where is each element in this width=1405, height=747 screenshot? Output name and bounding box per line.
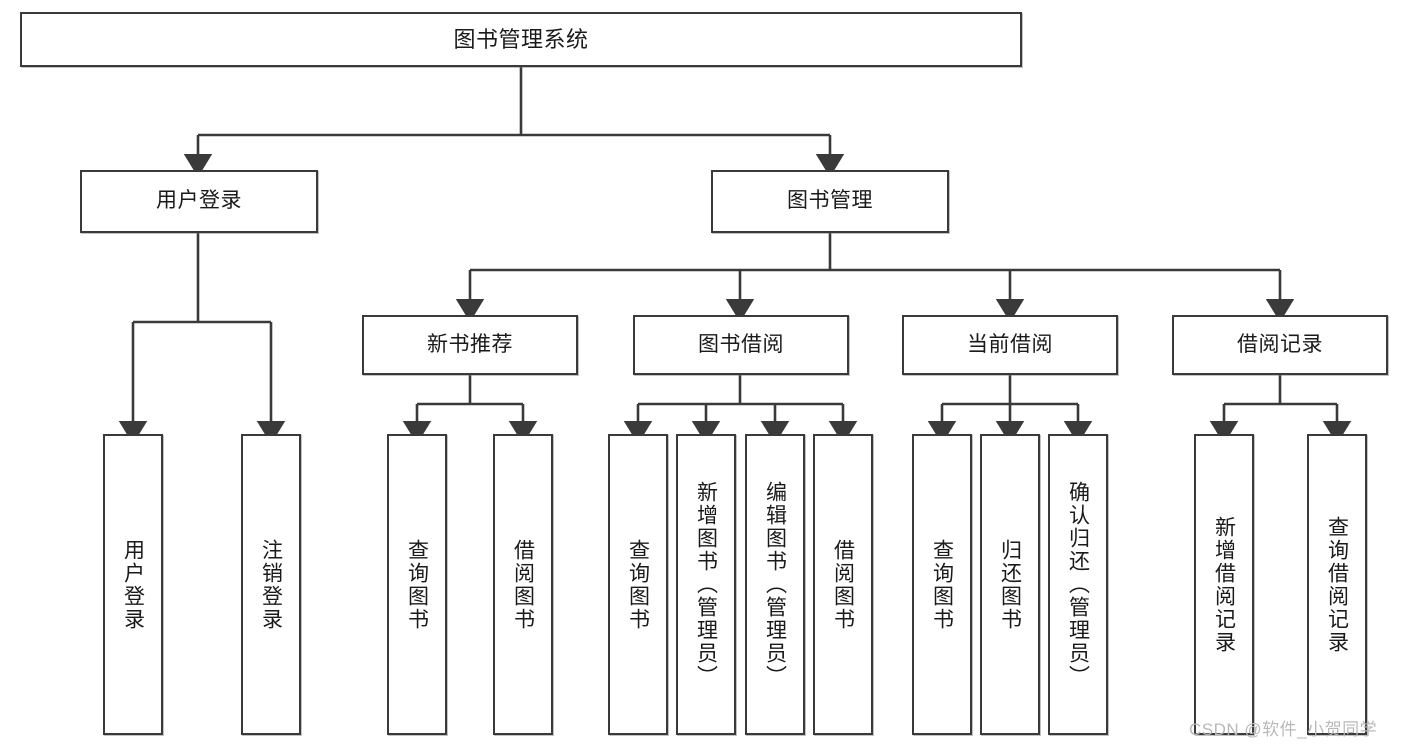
leaf-current-query-book[interactable]: 查询图书 — [912, 434, 972, 735]
watermark-text: CSDN @软件_小贺同学 — [1189, 720, 1378, 739]
node-current-borrow[interactable]: 当前借阅 — [902, 315, 1118, 375]
leaf-current-return-book[interactable]: 归还图书 — [980, 434, 1040, 735]
node-label: 查询图书 — [405, 538, 429, 631]
node-label: 新增借阅记录 — [1212, 515, 1236, 654]
node-label: 借阅图书 — [831, 538, 855, 631]
node-label: 归还图书 — [998, 538, 1022, 631]
node-label: 查询借阅记录 — [1325, 515, 1349, 654]
node-label: 图书管理系统 — [453, 26, 589, 52]
node-borrow-record[interactable]: 借阅记录 — [1172, 315, 1388, 375]
leaf-borrow-edit-book-admin[interactable]: 编辑图书（管理员） — [745, 434, 805, 735]
leaf-record-add-record[interactable]: 新增借阅记录 — [1194, 434, 1254, 735]
node-label: 借阅记录 — [1237, 332, 1323, 356]
leaf-record-query-record[interactable]: 查询借阅记录 — [1307, 434, 1367, 735]
node-label: 查询图书 — [930, 538, 954, 631]
leaf-logout[interactable]: 注销登录 — [241, 434, 301, 735]
node-label: 注销登录 — [259, 538, 283, 631]
leaf-borrow-borrow-book[interactable]: 借阅图书 — [813, 434, 873, 735]
node-book-borrow[interactable]: 图书借阅 — [633, 315, 849, 375]
node-label: 借阅图书 — [511, 538, 535, 631]
leaf-borrow-query-book[interactable]: 查询图书 — [608, 434, 668, 735]
node-label: 新书推荐 — [427, 332, 513, 356]
node-label: 图书借阅 — [698, 332, 784, 356]
node-label: 当前借阅 — [967, 332, 1053, 356]
node-label: 用户登录 — [156, 189, 242, 213]
leaf-user-login[interactable]: 用户登录 — [103, 434, 163, 735]
node-user-login[interactable]: 用户登录 — [80, 170, 318, 233]
node-new-book-recommend[interactable]: 新书推荐 — [362, 315, 578, 375]
leaf-current-confirm-return-admin[interactable]: 确认归还（管理员） — [1048, 434, 1108, 735]
node-root-system[interactable]: 图书管理系统 — [20, 12, 1022, 67]
node-label: 用户登录 — [121, 538, 145, 631]
node-label: 查询图书 — [626, 538, 650, 631]
leaf-newbook-query-book[interactable]: 查询图书 — [387, 434, 447, 735]
node-label: 确认归还（管理员） — [1066, 481, 1090, 688]
node-label: 编辑图书（管理员） — [763, 481, 787, 688]
leaf-newbook-borrow-book[interactable]: 借阅图书 — [493, 434, 553, 735]
node-label: 新增图书（管理员） — [694, 481, 718, 688]
node-book-management[interactable]: 图书管理 — [711, 170, 949, 233]
leaf-borrow-add-book-admin[interactable]: 新增图书（管理员） — [676, 434, 736, 735]
node-label: 图书管理 — [787, 189, 873, 213]
